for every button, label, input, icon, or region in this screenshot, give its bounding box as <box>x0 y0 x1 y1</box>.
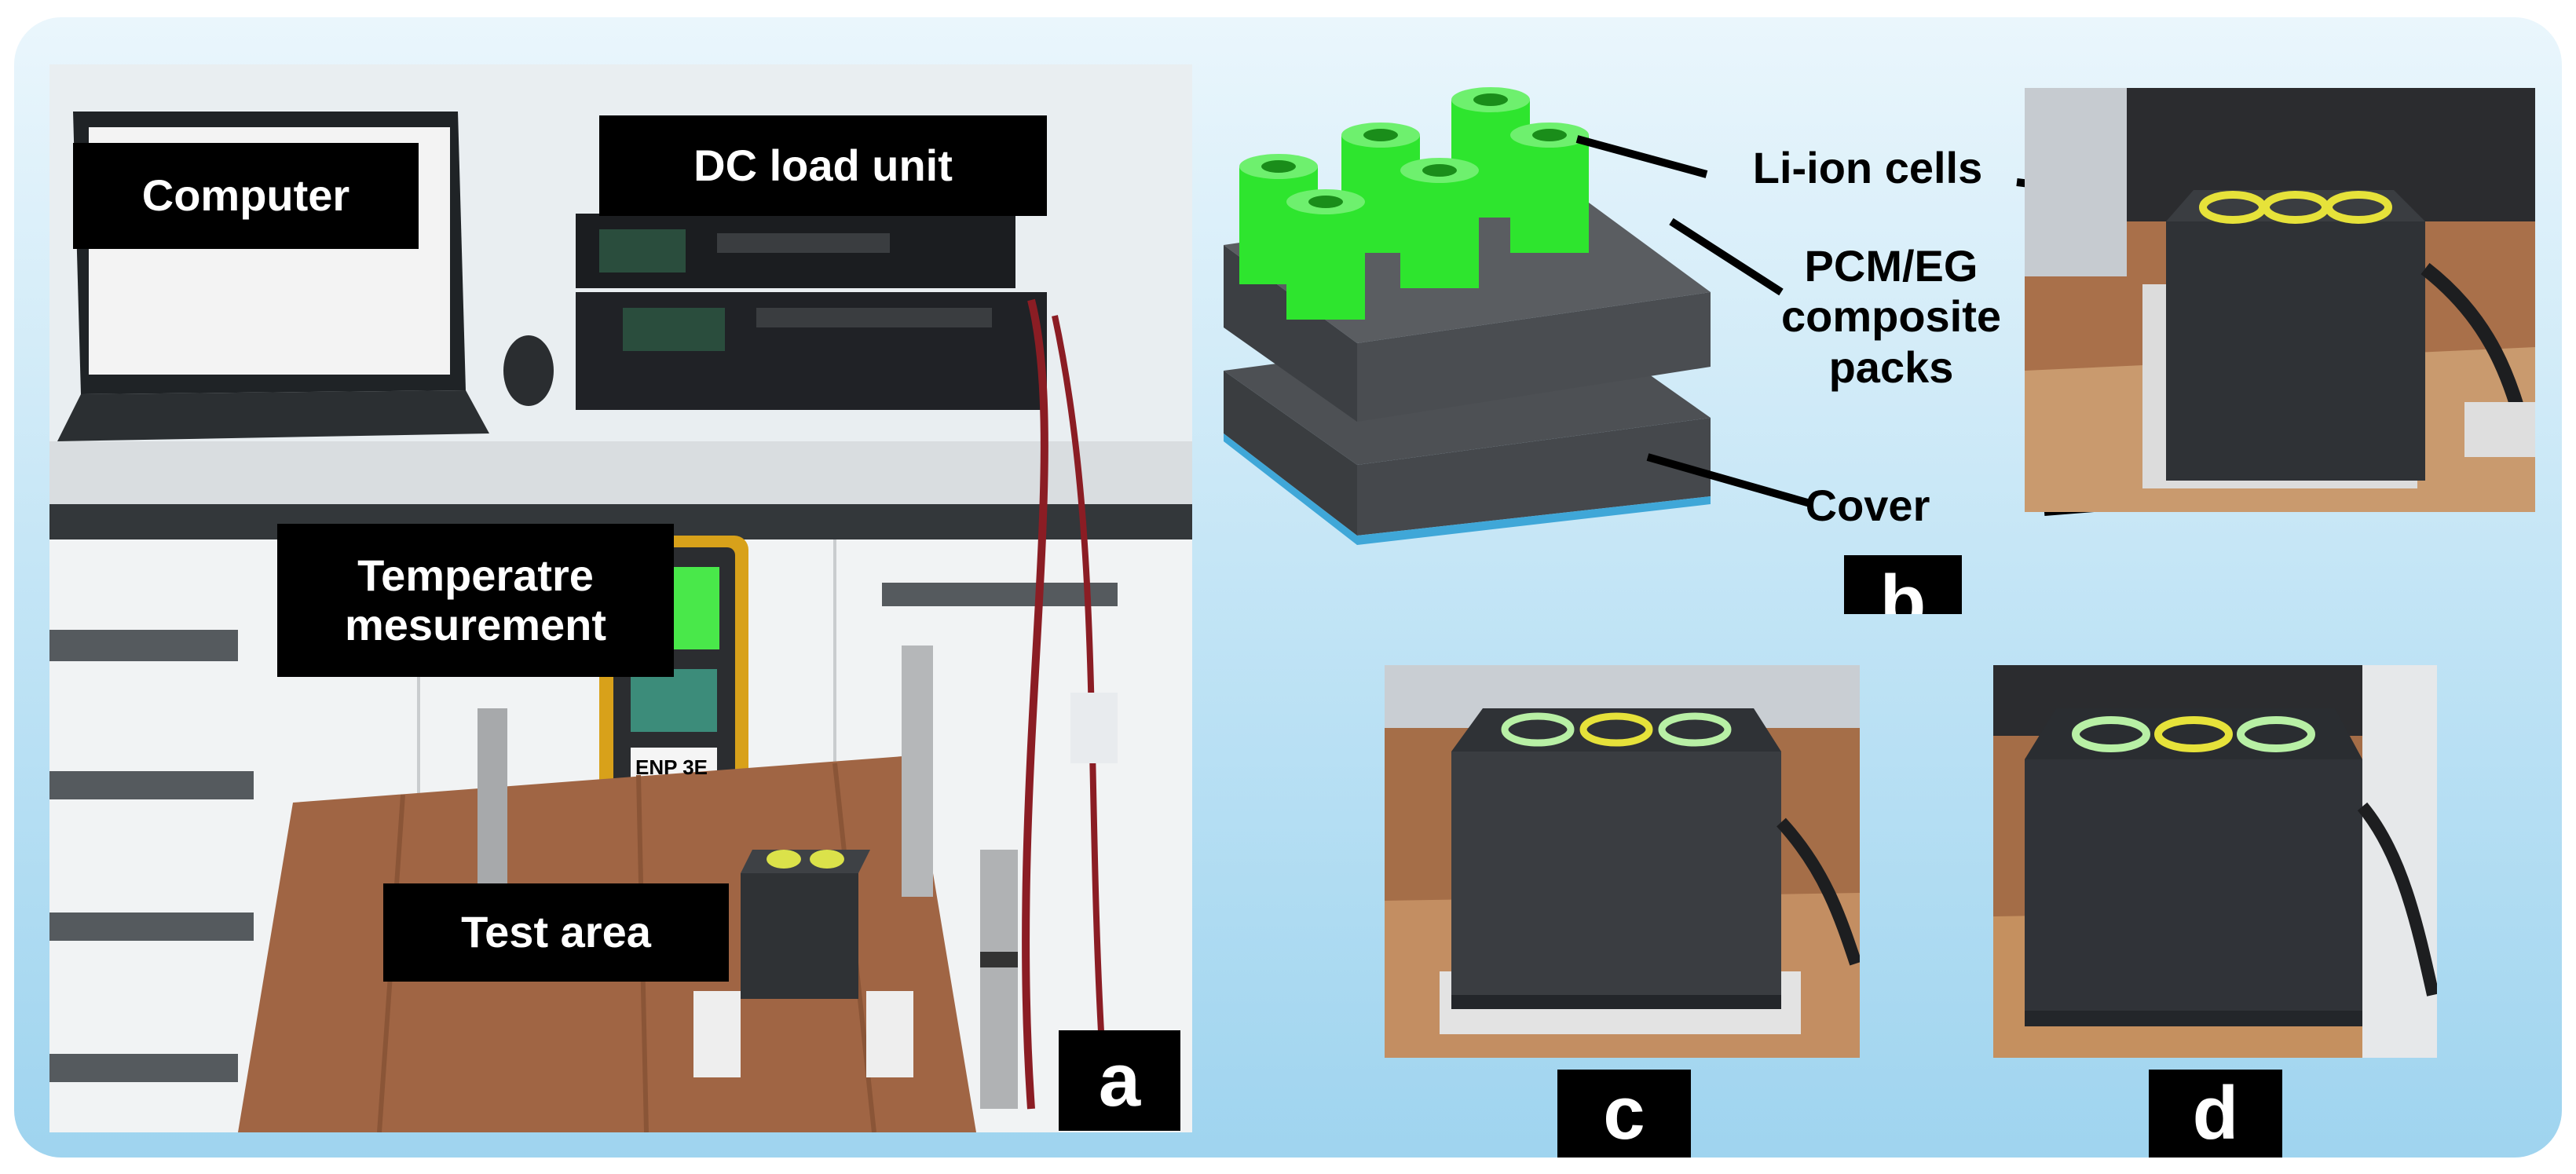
panel-letter-b: b <box>1844 555 1962 614</box>
panel-c-scene <box>1385 665 1860 1058</box>
label-computer: Computer <box>73 143 419 249</box>
panel-a-photo: Computer DC load unit Temperatre mesurem… <box>49 64 1192 1132</box>
panel-b-model: Li-ion cells PCM/EG composite packs Cove… <box>1208 64 2543 614</box>
annotation-li-ion-cells: Li-ion cells <box>1752 143 1983 192</box>
annotation-cover: Cover <box>1805 481 1930 530</box>
panel-d-scene <box>1993 665 2437 1058</box>
label-dc-load-unit: DC load unit <box>599 115 1047 216</box>
panel-c-photo <box>1385 665 1860 1058</box>
panel-letter-a: a <box>1059 1030 1180 1131</box>
panel-letter-d: d <box>2149 1070 2282 1158</box>
cell-group <box>1239 87 1589 320</box>
figure-frame: Computer DC load unit Temperatre mesurem… <box>14 17 2562 1158</box>
panel-b-photo <box>2025 88 2535 512</box>
label-temperature-measurement: Temperatre mesurement <box>277 524 674 677</box>
label-test-area: Test area <box>383 883 729 982</box>
panel-b-photo-scene <box>2025 88 2535 512</box>
panel-b-diagram <box>1224 87 2245 545</box>
panel-letter-c: c <box>1557 1070 1691 1158</box>
panel-d-photo <box>1993 665 2437 1058</box>
meter-tag: ENP 3E <box>635 755 708 779</box>
annotation-pcm-eg-packs: PCM/EG composite packs <box>1780 241 2002 392</box>
